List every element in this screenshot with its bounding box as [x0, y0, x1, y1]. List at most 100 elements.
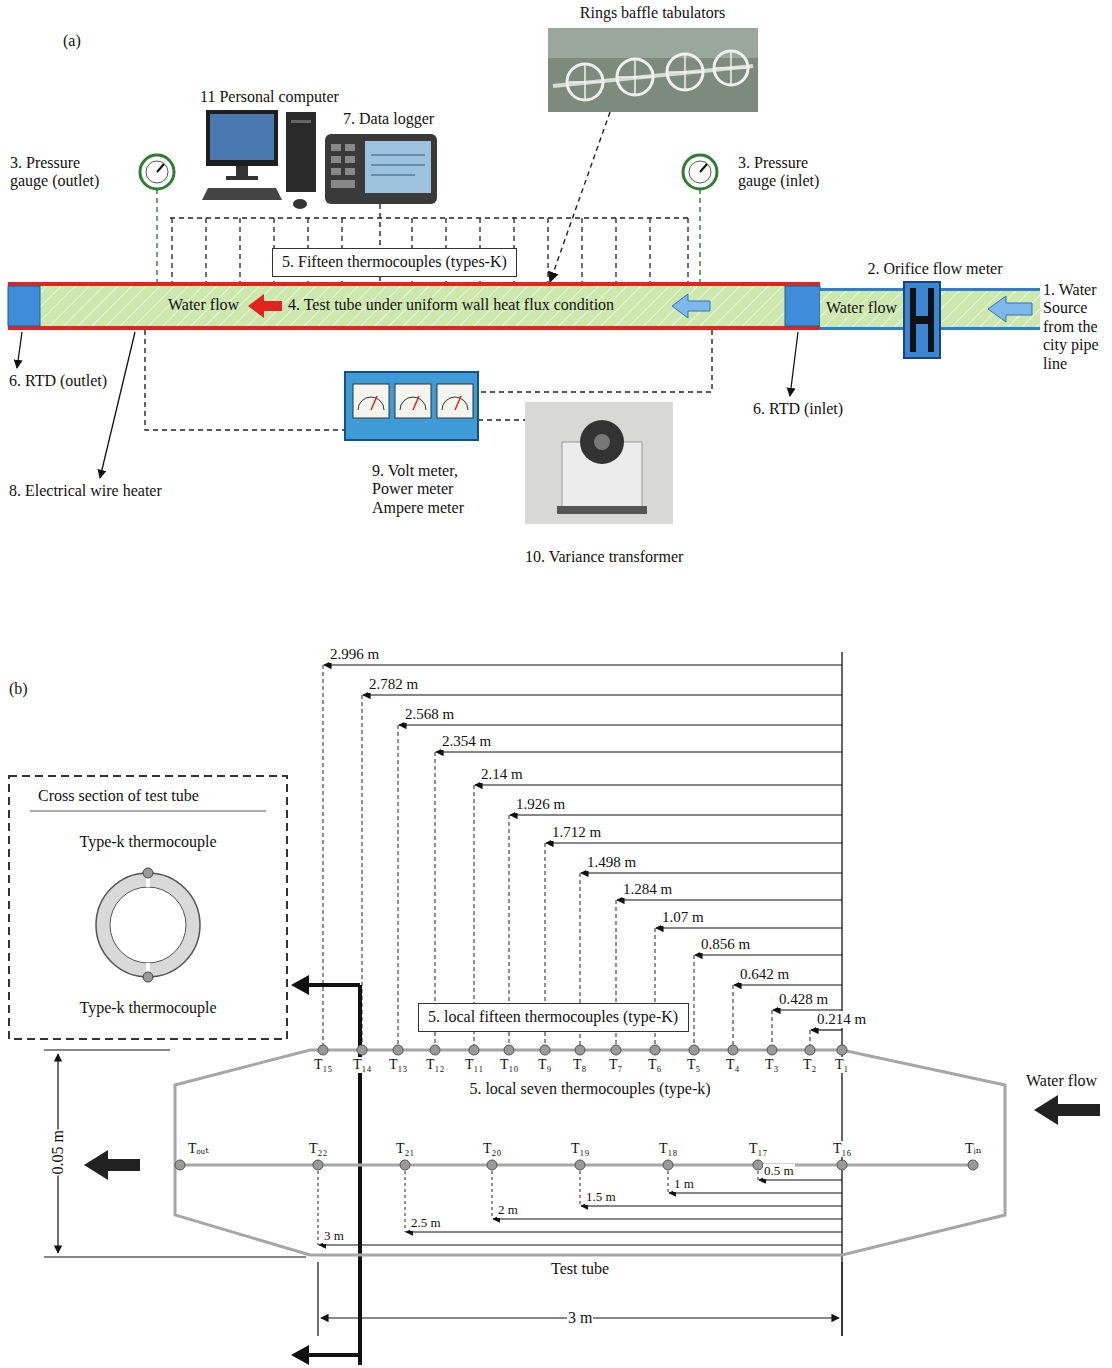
- drawing-g: [567, 51, 748, 100]
- drawing-circle: [143, 972, 153, 982]
- drawing-circle: [400, 1160, 410, 1170]
- drawing-rect: [395, 384, 431, 418]
- drawing-rect: [226, 176, 258, 180]
- drawing-line: [617, 76, 653, 78]
- drawing-path: [400, 397, 426, 410]
- node-text: 2. Orifice flow meter: [850, 260, 1020, 278]
- node-text: Water flow: [168, 296, 239, 314]
- drawing-circle: [837, 1160, 847, 1170]
- drawing-line: [399, 724, 842, 725]
- drawing-circle: [504, 1045, 514, 1055]
- node-text: 5. local fifteen thermocouples (type-K): [428, 1008, 678, 1026]
- drawing-g: [17, 332, 798, 478]
- orifice-meter: 2. Orifice flow meter: [850, 260, 1020, 360]
- drawing-line: [30, 811, 266, 812]
- drawing-line: [617, 899, 842, 900]
- dimension-label: 1.5 m: [585, 1190, 617, 1205]
- drawing-line: [669, 1192, 842, 1193]
- drawing-circle: [667, 54, 703, 90]
- node-text: Rings baffle tabulators: [545, 4, 760, 22]
- node-text: Type-k thermocouple: [8, 833, 288, 851]
- thermocouple-label: Tᵢₙ: [964, 1141, 983, 1157]
- drawing-g: [44, 1050, 842, 1336]
- drawing-g: [323, 665, 810, 1045]
- dimension-label: 2.354 m: [441, 733, 492, 750]
- drawing-circle: [753, 1160, 763, 1170]
- drawing-rect: [548, 28, 758, 112]
- drawing-circle: [146, 161, 168, 183]
- node-text: 3. Pressure gauge (inlet): [738, 154, 838, 191]
- callout-label: 1. Water Source from the city pipe line: [1042, 281, 1112, 373]
- drawing-path: [170, 218, 692, 282]
- thermocouple-label: T₁₁: [464, 1057, 484, 1073]
- drawing-line: [493, 1218, 842, 1219]
- drawing-circle: [143, 868, 153, 878]
- drawing-rect: [331, 168, 341, 175]
- drawing-rect: [9, 776, 287, 1039]
- drawing-line: [656, 927, 842, 928]
- node-text: 4. Test tube under uniform wall heat flu…: [288, 296, 614, 314]
- drawing-circle: [140, 155, 174, 189]
- thermocouple-label: T₂: [802, 1057, 817, 1073]
- dimension-label: 0.214 m: [816, 1011, 867, 1028]
- node-text: Type-k thermocouple: [8, 999, 288, 1017]
- drawing-circle: [714, 51, 748, 85]
- transformer-photo-shape: [522, 402, 722, 570]
- thermocouple-label: T₁₇: [748, 1141, 768, 1157]
- dimension-label: 1.712 m: [551, 824, 602, 841]
- drawing-circle: [430, 1045, 440, 1055]
- drawing-circle: [313, 1160, 323, 1170]
- drawing-rect: [904, 282, 940, 358]
- thermocouple-label: T₁₂: [425, 1057, 445, 1073]
- drawing-circle: [393, 1045, 403, 1055]
- meter-panel: 9. Volt meter, Power meter Ampere meter: [345, 372, 510, 552]
- thermocouple-label: T₈: [572, 1057, 587, 1073]
- drawing-circle: [318, 1045, 328, 1055]
- connector: [699, 189, 700, 282]
- drawing-line: [546, 842, 842, 843]
- drawing-line: [318, 1171, 319, 1245]
- drawing-rect: [365, 141, 431, 193]
- dimension-label: 1.284 m: [622, 881, 673, 898]
- dimension-label: 2.996 m: [329, 646, 380, 663]
- dimension-label: 1.498 m: [586, 854, 637, 871]
- node-text: 3. Pressure gauge (outlet): [10, 154, 110, 191]
- drawing-circle: [837, 1045, 847, 1055]
- thermocouple-label: T₁₄: [352, 1057, 372, 1073]
- dimension-label: 1.926 m: [515, 796, 566, 813]
- callout-label: 8. Electrical wire heater: [8, 482, 163, 500]
- node-text: 7. Data logger: [343, 110, 434, 128]
- drawing-g: [306, 985, 360, 1365]
- drawing-rect: [525, 402, 673, 524]
- node-text: 11 Personal computer: [200, 88, 339, 106]
- panel-letter: (b): [8, 680, 29, 698]
- drawing-rect: [345, 144, 355, 151]
- dimension-label: 0.5 m: [763, 1164, 795, 1179]
- drawing-line: [406, 1231, 842, 1232]
- thermocouple-label: T₂₂: [308, 1141, 328, 1157]
- thermocouple-label: T₂₁: [395, 1141, 415, 1157]
- dimension-label: 1.07 m: [661, 909, 705, 926]
- drawing-line: [714, 67, 748, 69]
- dimension-label: 0.428 m: [778, 991, 829, 1008]
- drawing-line: [758, 1171, 759, 1180]
- connector: [156, 189, 157, 282]
- dimension-label: 3 m: [323, 1229, 345, 1244]
- drawing-line: [317, 1262, 318, 1336]
- section-box: Cross section of test tubeType-k thermoc…: [8, 775, 288, 1040]
- drawing-circle: [580, 420, 624, 464]
- thermocouple-label: T₁₅: [313, 1057, 333, 1073]
- thermocouple-label: T₁₈: [658, 1141, 678, 1157]
- drawing-line: [811, 1029, 842, 1030]
- drawing-circle: [968, 1160, 978, 1170]
- drawing-circle: [663, 1160, 673, 1170]
- drawing-rect: [345, 168, 355, 175]
- dimension-label: 3 m: [567, 1309, 593, 1327]
- thermocouple-label: T₁₃: [388, 1057, 408, 1073]
- drawing-line: [510, 814, 842, 815]
- node-text: Water flow: [826, 299, 897, 317]
- thermocouple-label: T₄: [725, 1057, 740, 1073]
- test-tube-outline: 5. local seven thermocouples (type-k)Tes…: [175, 1048, 1005, 1293]
